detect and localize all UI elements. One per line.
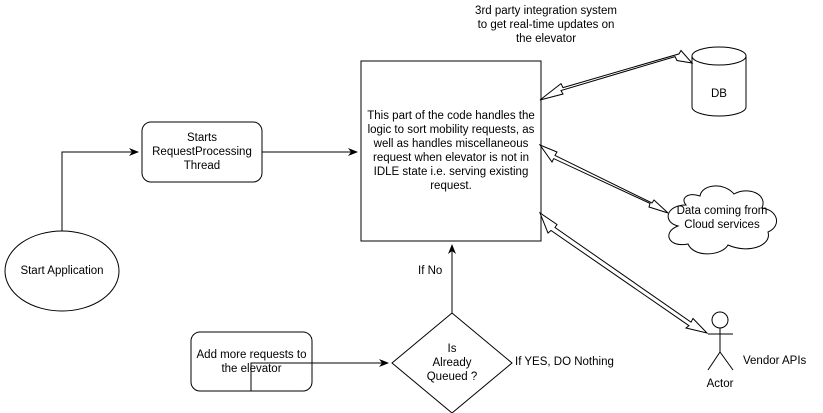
double-arrow-core-actor [538,211,709,334]
db-label: DB [711,88,727,100]
if-no-label: If No [418,265,443,277]
double-arrow-core-cloud [538,143,669,214]
integration-annotation: 3rd party integration system to get real… [475,5,617,45]
cloud-node [667,185,777,255]
request-thread-label: Starts RequestProcessing Thread [152,132,252,172]
decision-label: Is Already Queued ? [426,343,478,383]
add-requests-label: Add more requests to the elevator [196,348,307,375]
actor-label: Actor [706,378,734,390]
cloud-label: Data coming from Cloud services [676,205,768,231]
actor-stick-figure [707,311,734,371]
core-logic-label: This part of the code handles the logic … [367,110,535,192]
double-arrow-core-db [539,49,694,101]
decision-node [391,312,513,413]
vendor-apis-label: Vendor APIs [743,355,807,367]
db-cylinder [691,46,747,117]
edge-start-to-thread [61,148,139,231]
if-yes-label: If YES, DO Nothing [515,356,614,368]
start-application-label: Start Application [20,265,104,277]
core-logic-node [360,60,542,242]
edge-add-to-decision [250,359,389,391]
